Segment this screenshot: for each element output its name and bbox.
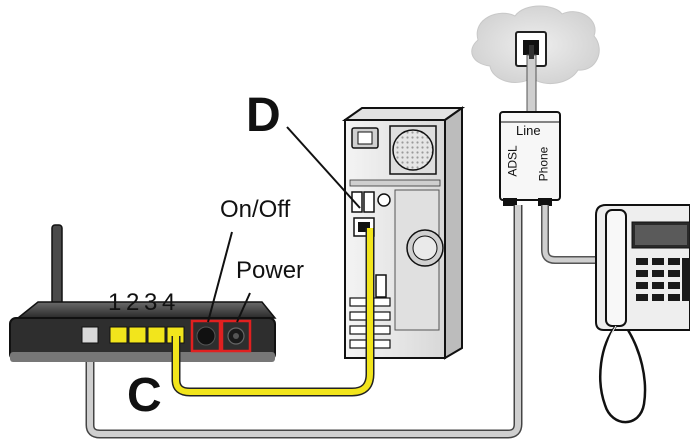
adsl-splitter — [499, 111, 561, 206]
line-cable — [526, 45, 537, 114]
onoff-leader — [207, 231, 233, 323]
telephone-handset — [605, 209, 627, 327]
ethernet-cable — [171, 228, 375, 397]
telephone-cord — [599, 325, 647, 424]
fan-grille-icon — [389, 125, 437, 175]
splitter-line-label: Line — [516, 123, 541, 138]
onoff-highlight — [190, 319, 222, 353]
power-leader — [236, 292, 251, 323]
power-socket-icon — [351, 127, 379, 149]
ps2-port — [377, 193, 391, 207]
onoff-label: On/Off — [220, 196, 291, 223]
dsl-cable — [85, 205, 523, 439]
lan-ports — [109, 326, 185, 344]
splitter-phone-port — [538, 198, 552, 206]
computer-tower — [341, 106, 466, 360]
callout-d-leader — [286, 126, 361, 209]
callout-c: C — [127, 369, 162, 422]
onoff-button — [196, 326, 216, 346]
callout-d: D — [246, 89, 281, 142]
dsl-port — [81, 326, 99, 344]
phone-cable — [541, 205, 598, 264]
power-label: Power — [236, 257, 305, 284]
splitter-adsl-port — [503, 198, 517, 206]
usb-ports — [351, 191, 375, 213]
lan-ports-label: 1 2 3 4 — [108, 289, 176, 316]
power-highlight — [220, 319, 252, 353]
telephone — [595, 204, 690, 424]
wall-jack — [471, 5, 600, 85]
splitter-phone-label: Phone — [536, 146, 551, 182]
splitter-adsl-label: ADSL — [505, 145, 520, 177]
telephone-keypad — [636, 258, 690, 301]
